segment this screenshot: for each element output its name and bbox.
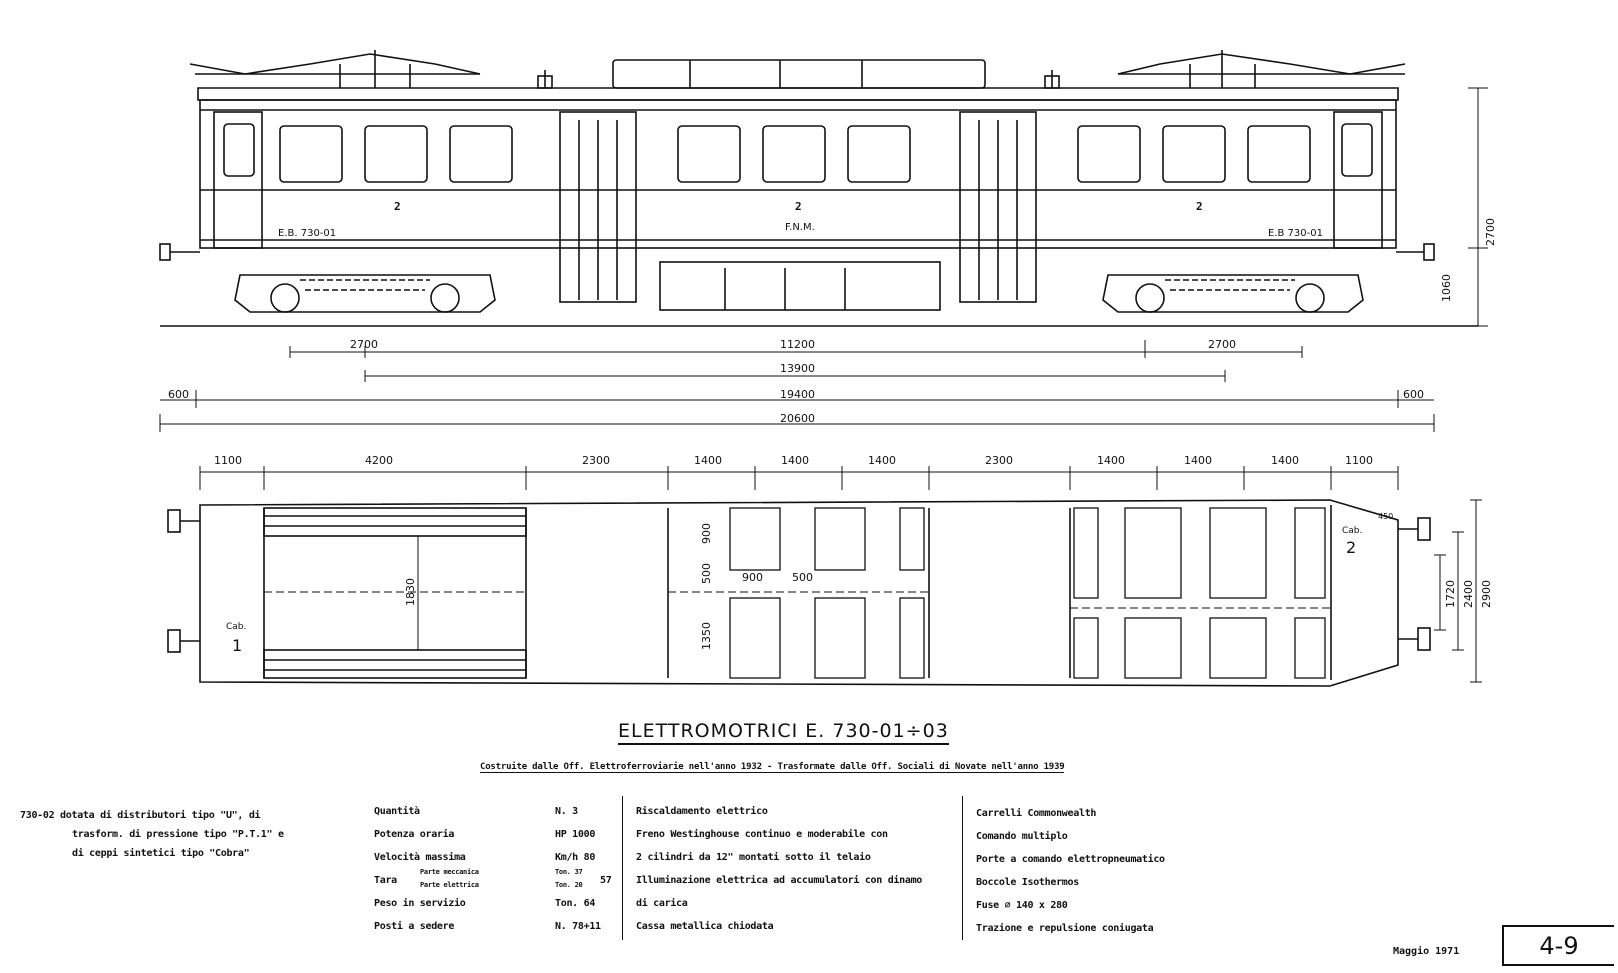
feature-right-5: Trazione e repulsione coniugata (976, 923, 1154, 934)
spec-value-speed: Km/h 80 (555, 852, 596, 863)
car-id-right: E.B 730-01 (1268, 228, 1323, 239)
drawing-title: ELETTROMOTRICI E. 730-01÷03 (618, 720, 949, 745)
spec-value-quantity: N. 3 (555, 806, 578, 817)
dim-bogie-left: 2700 (350, 338, 378, 351)
dim-inner-width: 1830 (404, 578, 417, 606)
plan-dim-4: 1400 (781, 454, 809, 467)
dim-total-length: 20600 (780, 412, 815, 425)
plan-dim-6: 2300 (985, 454, 1013, 467)
car-number-left: 2 (394, 200, 401, 213)
spec-label-speed: Velocità massima (374, 852, 466, 863)
dim-height-floor: 1060 (1440, 274, 1453, 302)
plan-view-drawing (167, 466, 1482, 687)
car-number-right: 2 (1196, 200, 1203, 213)
dim-right-small: 450 (1378, 512, 1394, 521)
operator-mark: F.N.M. (785, 222, 815, 233)
cab-right-number: 2 (1346, 538, 1357, 557)
dim-wheelbase-total: 13900 (780, 362, 815, 375)
dim-width-1720: 1720 (1444, 580, 1457, 608)
spec-value-weight: Ton. 64 (555, 898, 596, 909)
plan-dim-5: 1400 (868, 454, 896, 467)
dim-overhang-left: 600 (168, 388, 189, 401)
spec-value-tare-elec: Ton. 20 (555, 881, 583, 889)
plan-dim-9: 1400 (1271, 454, 1299, 467)
spec-label-weight: Peso in servizio (374, 898, 466, 909)
feature-right-2: Porte a comando elettropneumatico (976, 854, 1165, 865)
spec-label-seats: Posti a sedere (374, 921, 455, 932)
feature-mid-0: Riscaldamento elettrico (636, 806, 768, 817)
plan-dim-7: 1400 (1097, 454, 1125, 467)
car-number-middle: 2 (795, 200, 802, 213)
spec-label-power: Potenza oraria (374, 829, 455, 840)
spec-value-tare-mech: Ton. 37 (555, 868, 583, 876)
note-block: 730-02 dotata di distributori tipo "U", … (20, 806, 284, 863)
note-line-2: trasform. di pressione tipo "P.T.1" e (72, 829, 284, 840)
spec-divider-2 (962, 796, 963, 940)
feature-mid-5: Cassa metallica chiodata (636, 921, 774, 932)
spec-label-quantity: Quantità (374, 806, 420, 817)
plan-dim-0: 1100 (214, 454, 242, 467)
note-line-1: 730-02 dotata di distributori tipo "U", … (20, 810, 261, 821)
note-line-3: di ceppi sintetici tipo "Cobra" (72, 848, 250, 859)
spec-label-tare-mech: Parte meccanica (420, 868, 479, 876)
spec-label-tare: Tara (374, 875, 397, 886)
plan-dim-1: 4200 (365, 454, 393, 467)
dim-height-body: 2700 (1484, 218, 1497, 246)
car-id-left: E.B. 730-01 (278, 228, 337, 239)
dim-body-length: 19400 (780, 388, 815, 401)
feature-mid-4: di carica (636, 898, 688, 909)
feature-right-0: Carrelli Commonwealth (976, 808, 1097, 819)
feature-right-3: Boccole Isothermos (976, 877, 1079, 888)
dim-seat-900: 900 (700, 523, 713, 544)
dim-width-2900: 2900 (1480, 580, 1493, 608)
dim-seat-500: 500 (700, 563, 713, 584)
spec-value-seats: N. 78+11 (555, 921, 601, 932)
dim-overhang-right: 600 (1403, 388, 1424, 401)
feature-mid-2: 2 cilindri da 12" montati sotto il telai… (636, 852, 871, 863)
drawing-date: Maggio 1971 (1393, 946, 1460, 957)
plan-dim-8: 1400 (1184, 454, 1212, 467)
dim-bogie-right: 2700 (1208, 338, 1236, 351)
sheet-number: 4-9 (1502, 925, 1614, 966)
feature-right-4: Fuse ∅ 140 x 280 (976, 900, 1068, 911)
spec-label-tare-elec: Parte elettrica (420, 881, 479, 889)
spec-value-tare: 57 (600, 875, 612, 886)
dim-aisle-900: 900 (742, 571, 763, 584)
cab-left-number: 1 (232, 636, 243, 655)
cab-right-label: Cab. (1342, 526, 1363, 536)
dim-bogie-centers: 11200 (780, 338, 815, 351)
feature-mid-3: Illuminazione elettrica ad accumulatori … (636, 875, 923, 886)
dim-aisle-500: 500 (792, 571, 813, 584)
feature-mid-1: Freno Westinghouse continuo e moderabile… (636, 829, 888, 840)
feature-right-1: Comando multiplo (976, 831, 1068, 842)
plan-dim-3: 1400 (694, 454, 722, 467)
dim-seat-1350: 1350 (700, 622, 713, 650)
spec-value-power: HP 1000 (555, 829, 596, 840)
plan-dim-10: 1100 (1345, 454, 1373, 467)
side-elevation-drawing (159, 50, 1488, 432)
dim-width-2400: 2400 (1462, 580, 1475, 608)
cab-left-label: Cab. (226, 622, 247, 632)
drawing-subtitle: Costruite dalle Off. Elettroferroviarie … (480, 762, 1065, 773)
spec-divider-1 (622, 796, 623, 940)
plan-dim-2: 2300 (582, 454, 610, 467)
